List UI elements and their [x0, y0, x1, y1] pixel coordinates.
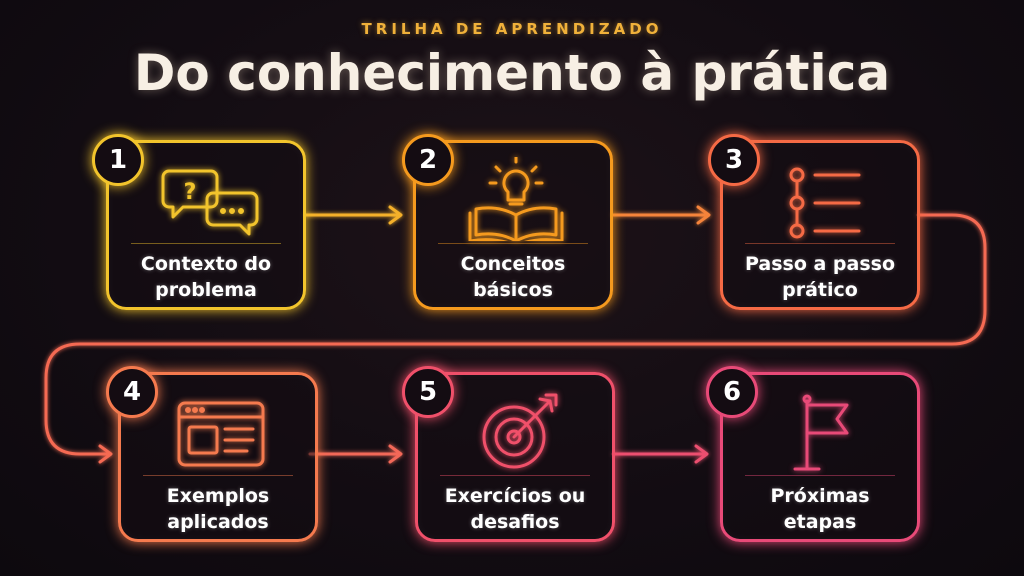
step-number-badge-3: 3 — [708, 134, 760, 186]
connector-3-4 — [44, 213, 987, 456]
lightbulb-book-icon — [468, 157, 564, 241]
step-number-badge-2: 2 — [402, 134, 454, 186]
arrowhead-1-2 — [388, 205, 403, 225]
step-number-badge-1: 1 — [92, 134, 144, 186]
step-number-badge-6: 6 — [706, 366, 758, 418]
step-list-icon — [789, 167, 861, 239]
target-arrow-icon — [482, 393, 558, 469]
step-number-badge-4: 4 — [106, 366, 158, 418]
card-divider — [143, 475, 293, 476]
card-divider — [745, 475, 895, 476]
arrowhead-3-4 — [98, 444, 113, 464]
step-label: Conceitos básicos — [460, 253, 566, 301]
chat-question-icon: ? — [161, 169, 259, 236]
arrowhead-2-3 — [696, 205, 711, 225]
step-number-badge-5: 5 — [402, 366, 454, 418]
arrowhead-4-5 — [388, 444, 403, 464]
card-divider — [131, 243, 281, 244]
step-label: Exercícios ou desafios — [444, 485, 586, 533]
eyebrow-subtitle: TRILHA DE APRENDIZADO — [361, 20, 663, 38]
page-title: Do conhecimento à prática — [133, 44, 891, 102]
arrowhead-5-6 — [694, 444, 709, 464]
card-divider — [745, 243, 895, 244]
step-label: Próximas etapas — [770, 485, 870, 533]
card-divider — [440, 475, 590, 476]
flag-icon — [793, 394, 849, 471]
step-label: Contexto do problema — [140, 253, 272, 301]
svg-text:?: ? — [184, 180, 197, 205]
browser-window-icon — [177, 401, 265, 467]
step-label: Exemplos aplicados — [166, 485, 270, 533]
step-label: Passo a passo prático — [744, 253, 896, 301]
card-divider — [438, 243, 588, 244]
